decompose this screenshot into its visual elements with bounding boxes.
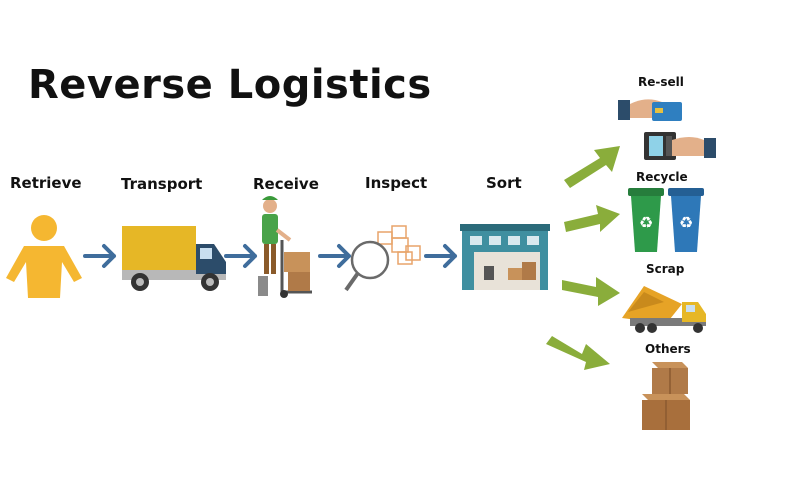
branch-arrows [546, 146, 620, 370]
recycle-symbol-icon: ♻ [679, 213, 693, 232]
truck-icon [122, 226, 226, 291]
flow-arrows [83, 244, 457, 268]
step-label-sort: Sort [486, 174, 522, 192]
outcome-label-others: Others [645, 342, 691, 356]
warehouse-icon [460, 224, 550, 290]
step-label-inspect: Inspect [365, 174, 428, 192]
recycle-bins-icon: ♻ ♻ [628, 188, 704, 252]
magnifier-boxes-icon [344, 225, 421, 292]
step-label-retrieve: Retrieve [10, 174, 82, 192]
recycle-symbol-icon: ♻ [639, 213, 653, 232]
outcome-label-scrap: Scrap [646, 262, 685, 276]
person-icon [6, 215, 82, 298]
outcome-label-resell: Re-sell [638, 75, 684, 89]
outcome-label-recycle: Recycle [636, 170, 688, 184]
flow-arrow-2 [224, 244, 257, 268]
worker-hand-truck-icon [258, 196, 312, 298]
step-label-transport: Transport [121, 175, 203, 193]
branch-arrow-recycle [564, 205, 620, 232]
card-payment-icon [618, 99, 716, 160]
branch-arrow-scrap [562, 277, 620, 306]
branch-arrow-others [546, 336, 610, 370]
flow-arrow-1 [83, 244, 116, 268]
page-title: Reverse Logistics [28, 62, 432, 108]
step-label-receive: Receive [253, 175, 319, 193]
dump-truck-icon [622, 286, 706, 333]
stacked-boxes-icon [642, 362, 690, 430]
flow-arrow-3 [318, 244, 351, 268]
branch-arrow-resell [564, 146, 620, 188]
flow-arrow-4 [424, 244, 457, 268]
